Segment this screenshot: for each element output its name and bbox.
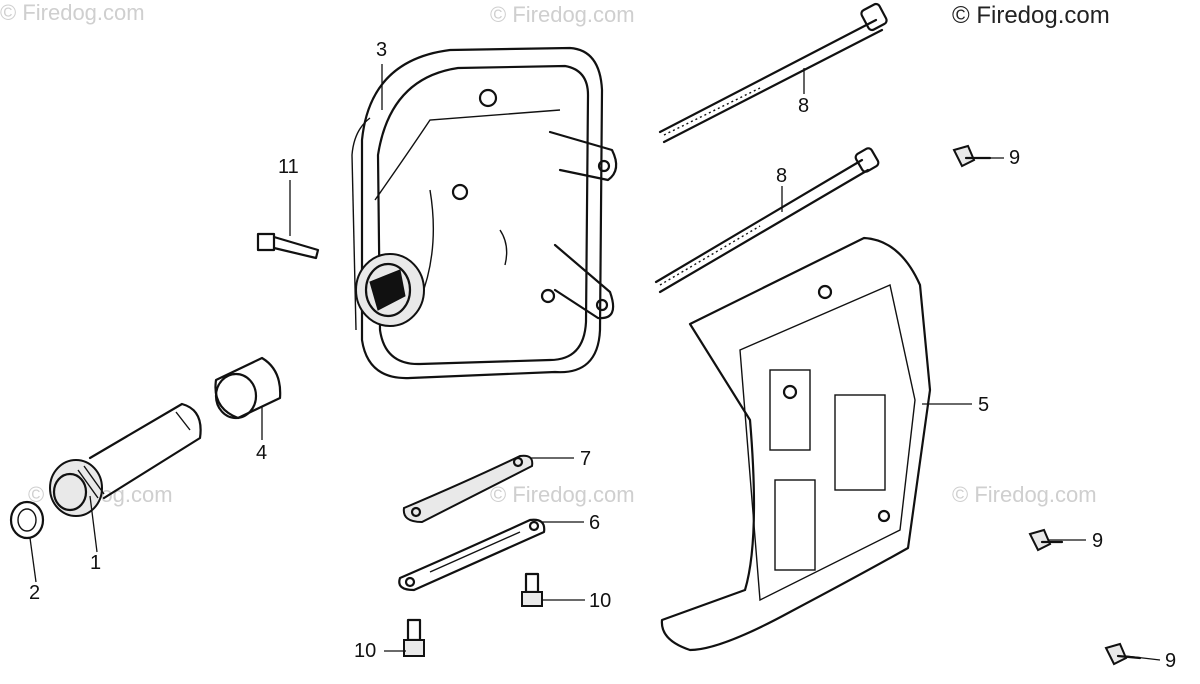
bolt-part-11 xyxy=(256,232,320,260)
strap-part-6 xyxy=(398,518,546,592)
callout-4: 4 xyxy=(256,442,268,464)
tank-cover-part xyxy=(660,236,932,652)
callout-9-lower: 9 xyxy=(1165,650,1177,672)
callout-2: 2 xyxy=(29,582,41,604)
callout-6: 6 xyxy=(589,512,601,534)
callout-7: 7 xyxy=(580,448,592,470)
screw-part-10 xyxy=(403,572,543,657)
gasket-part xyxy=(9,500,45,540)
callout-9-middle: 9 xyxy=(1092,530,1104,552)
strap-part-7 xyxy=(402,454,534,524)
fuel-tank-part xyxy=(351,46,618,380)
watermark: © Firedog.com xyxy=(0,0,145,25)
callout-8-upper: 8 xyxy=(798,95,810,117)
callout-10-upper: 10 xyxy=(589,590,612,612)
watermark: © Firedog.com xyxy=(490,2,635,27)
callout-5: 5 xyxy=(978,394,990,416)
watermark: © Firedog.com xyxy=(952,482,1097,507)
bolt-part-8 xyxy=(654,2,888,294)
watermark-copyright: © Firedog.com xyxy=(952,2,1110,29)
callout-3: 3 xyxy=(376,39,388,61)
callout-9-upper: 9 xyxy=(1009,147,1021,169)
collar-part xyxy=(214,356,282,420)
callout-11: 11 xyxy=(278,156,299,178)
filler-tube-part xyxy=(49,402,202,517)
leader-lines xyxy=(29,64,1161,661)
watermark: © Firedog.com xyxy=(490,482,635,507)
callout-8-lower: 8 xyxy=(776,165,788,187)
callout-10-lower: 10 xyxy=(354,640,377,662)
callout-1: 1 xyxy=(90,552,102,574)
